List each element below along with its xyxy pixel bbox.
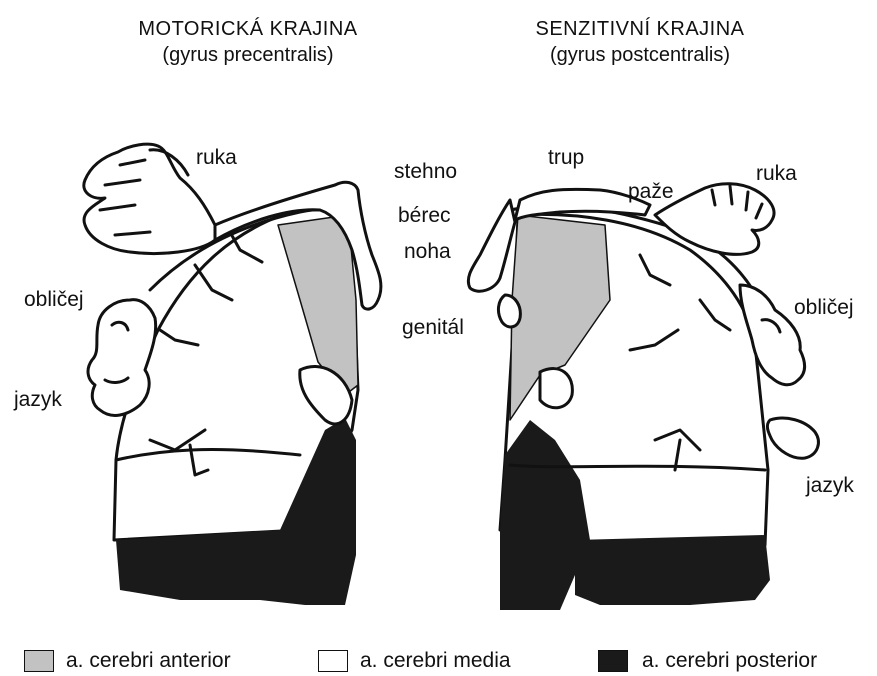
legend-swatch-posterior	[598, 650, 628, 672]
left-subtitle: (gyrus precentralis)	[118, 44, 378, 67]
left-title: MOTORICKÁ KRAJINA	[118, 18, 378, 41]
legend-label-media: a. cerebri media	[360, 649, 511, 673]
label-genital: genitál	[402, 316, 464, 340]
label-left-ruka: ruka	[196, 146, 237, 170]
label-berec: bérec	[398, 204, 451, 228]
label-stehno: stehno	[394, 160, 457, 184]
right-tongue-shape	[767, 418, 818, 458]
legend-swatch-anterior	[24, 650, 54, 672]
right-subtitle: (gyrus postcentralis)	[510, 44, 770, 67]
label-trup: trup	[548, 146, 584, 170]
right-foot-shape	[468, 200, 515, 291]
right-posterior-region-2	[575, 535, 770, 605]
label-left-jazyk: jazyk	[14, 388, 62, 412]
legend-label-anterior: a. cerebri anterior	[66, 649, 231, 673]
legend-label-posterior: a. cerebri posterior	[642, 649, 817, 673]
legend-swatch-media	[318, 650, 348, 672]
label-right-jazyk: jazyk	[806, 474, 854, 498]
right-title: SENZITIVNÍ KRAJINA	[510, 18, 770, 41]
label-paze: paže	[628, 180, 674, 204]
label-right-oblicej: obličej	[794, 296, 854, 320]
left-face-shape	[88, 300, 156, 416]
left-posterior-region	[116, 530, 305, 605]
label-noha: noha	[404, 240, 451, 264]
right-genital-shape	[498, 295, 520, 327]
label-left-oblicej: obličej	[24, 288, 84, 312]
label-right-ruka: ruka	[756, 162, 797, 186]
